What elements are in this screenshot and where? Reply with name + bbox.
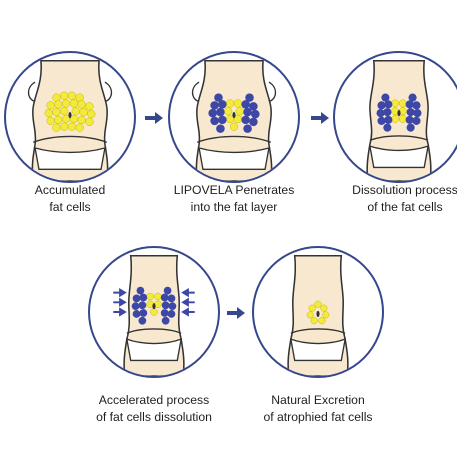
- step-5-caption-line1: Natural Excretion: [271, 393, 365, 407]
- step-2-illustration: [168, 51, 300, 183]
- arrow-right-icon: [145, 112, 163, 124]
- step-2-caption: LIPOVELA Penetrates into the fat layer: [154, 182, 314, 216]
- step-1-illustration: [4, 51, 136, 183]
- step-5-caption-line2: of atrophied fat cells: [263, 410, 373, 424]
- step-3-caption-line1: Dissolution process: [352, 183, 457, 197]
- step-5-torso-image: [287, 254, 349, 376]
- step-4-caption-line1: Accelerated process: [98, 393, 210, 407]
- step-1-caption: Accumulated fat cells: [0, 182, 150, 216]
- step-1-caption-line2: fat cells: [49, 200, 91, 214]
- step-4-torso-image: [113, 254, 195, 376]
- step-3-torso-image: [366, 59, 432, 181]
- step-3-caption: Dissolution process of the fat cells: [325, 182, 457, 216]
- step-5-caption: Natural Excretion of atrophied fat cells: [238, 392, 398, 426]
- step-2-caption-line1: LIPOVELA Penetrates: [173, 183, 295, 197]
- step-1-torso-image: [27, 59, 113, 181]
- step-5-illustration: [252, 246, 384, 378]
- step-3-caption-line2: of the fat cells: [367, 200, 443, 214]
- arrow-right-icon: [311, 112, 329, 124]
- step-3-illustration: [333, 51, 457, 183]
- side-pressure-arrows: [113, 287, 195, 317]
- step-1-caption-line1: Accumulated: [34, 183, 106, 197]
- step-2-torso-image: [191, 59, 277, 181]
- step-2-caption-line2: into the fat layer: [190, 200, 278, 214]
- step-4-illustration: [88, 246, 220, 378]
- step-4-caption-line2: of fat cells dissolution: [96, 410, 212, 424]
- step-4-caption: Accelerated process of fat cells dissolu…: [74, 392, 234, 426]
- arrow-right-icon: [227, 307, 245, 319]
